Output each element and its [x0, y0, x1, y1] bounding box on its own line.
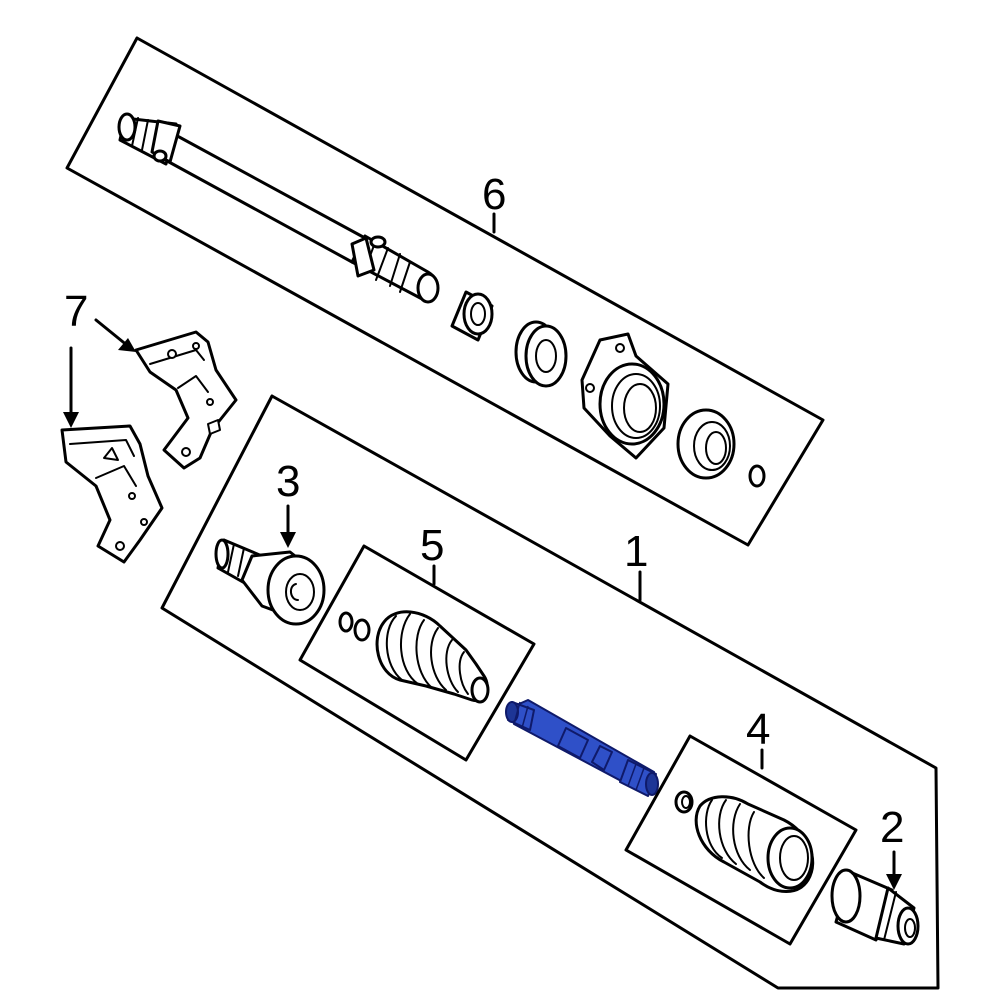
callout-4: 4	[746, 705, 770, 770]
panel-6-frame	[65, 36, 825, 547]
support-bearing	[514, 320, 568, 388]
shaft-collar	[450, 290, 494, 342]
callout-3-label: 3	[276, 457, 300, 506]
inner-cv-boot	[694, 795, 815, 893]
shaft-seal	[676, 408, 736, 480]
panel-5-frame	[298, 544, 536, 762]
callout-5-label: 5	[420, 521, 444, 570]
panel-4-frame	[624, 734, 858, 946]
mounting-bracket-upper	[134, 330, 238, 470]
callout-6-label: 6	[482, 170, 506, 219]
callout-7: 7	[63, 287, 136, 428]
callout-6: 6	[482, 170, 506, 234]
axle-shaft-highlighted	[505, 699, 659, 797]
callout-2-label: 2	[880, 803, 904, 852]
callout-7-label: 7	[64, 287, 88, 336]
panel-1-frame	[160, 394, 940, 990]
outer-boot-clamps	[338, 611, 371, 642]
callout-4-label: 4	[746, 705, 770, 754]
outer-cv-joint	[214, 538, 326, 626]
small-o-ring	[748, 464, 766, 488]
intermediate-shaft	[117, 112, 440, 304]
inner-boot-clamp	[674, 790, 694, 814]
callout-1-label: 1	[624, 527, 648, 576]
callout-1: 1	[624, 527, 648, 602]
callout-5: 5	[420, 521, 444, 586]
callout-3: 3	[276, 457, 300, 548]
callout-2: 2	[880, 803, 904, 890]
mounting-bracket-lower	[60, 424, 164, 564]
bearing-bracket	[580, 332, 670, 460]
inner-cv-housing	[830, 868, 920, 946]
outer-cv-boot	[375, 610, 490, 704]
